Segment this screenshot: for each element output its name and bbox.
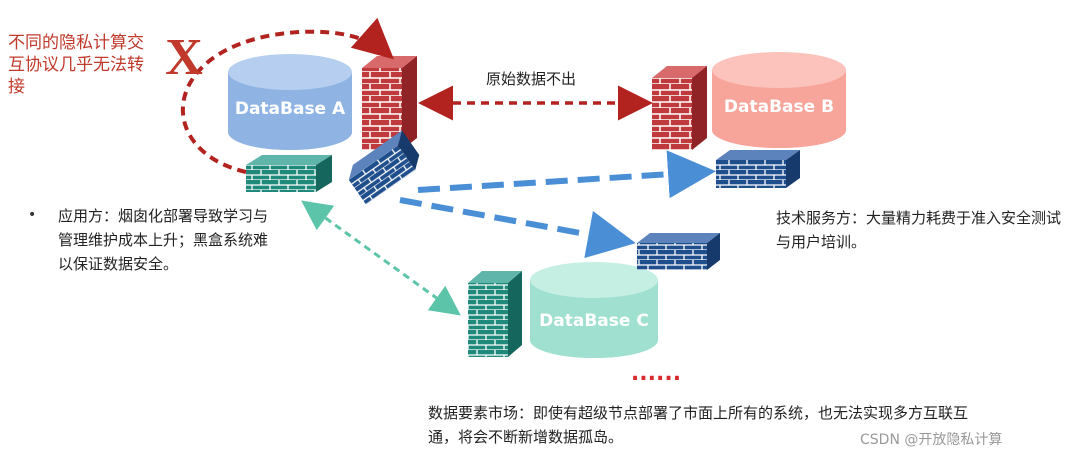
blue-arrow-to-c <box>399 197 636 259</box>
database-c: DataBase C <box>530 262 658 358</box>
tech-side-text: 技术服务方：大量精力耗费于准入安全测试与用户培训。 <box>776 209 1062 251</box>
teal-arrow-a-c <box>301 200 461 316</box>
database-b-label: DataBase B <box>724 97 834 117</box>
firewall-teal-c <box>468 271 522 357</box>
firewall-blue-a <box>348 130 420 205</box>
red-x-mark: X <box>165 29 203 86</box>
database-b: DataBase B <box>712 52 846 148</box>
database-a-label: DataBase A <box>235 99 346 119</box>
app-side-label: 应用方：烟囱化部署导致学习与管理维护成本上升；黑盒系统难以保证数据安全。 <box>58 207 269 273</box>
blue-arrow-to-b <box>417 150 716 199</box>
firewall-teal-a <box>246 155 332 192</box>
ellipsis-mark: ...... <box>631 361 681 386</box>
red-loop-arrow <box>180 17 394 174</box>
app-side-text: 应用方：烟囱化部署导致学习与管理维护成本上升；黑盒系统难以保证数据安全。 <box>58 204 270 276</box>
firewall-blue-c <box>637 233 720 270</box>
warning-text: 不同的隐私计算交互协议几乎无法转接 <box>8 33 144 97</box>
market-side-text: 数据要素市场：即使有超级节点部署了市面上所有的系统，也无法实现多方互联互通，将会… <box>428 404 969 446</box>
bullet-icon: • <box>28 207 37 223</box>
watermark: CSDN @开放隐私计算 <box>860 432 1003 448</box>
raw-data-label: 原始数据不出 <box>486 70 576 88</box>
database-a: DataBase A <box>228 54 352 150</box>
firewall-red-a <box>362 56 417 150</box>
firewall-blue-b <box>716 150 800 188</box>
firewall-red-b <box>652 66 707 150</box>
database-c-label: DataBase C <box>539 311 649 331</box>
